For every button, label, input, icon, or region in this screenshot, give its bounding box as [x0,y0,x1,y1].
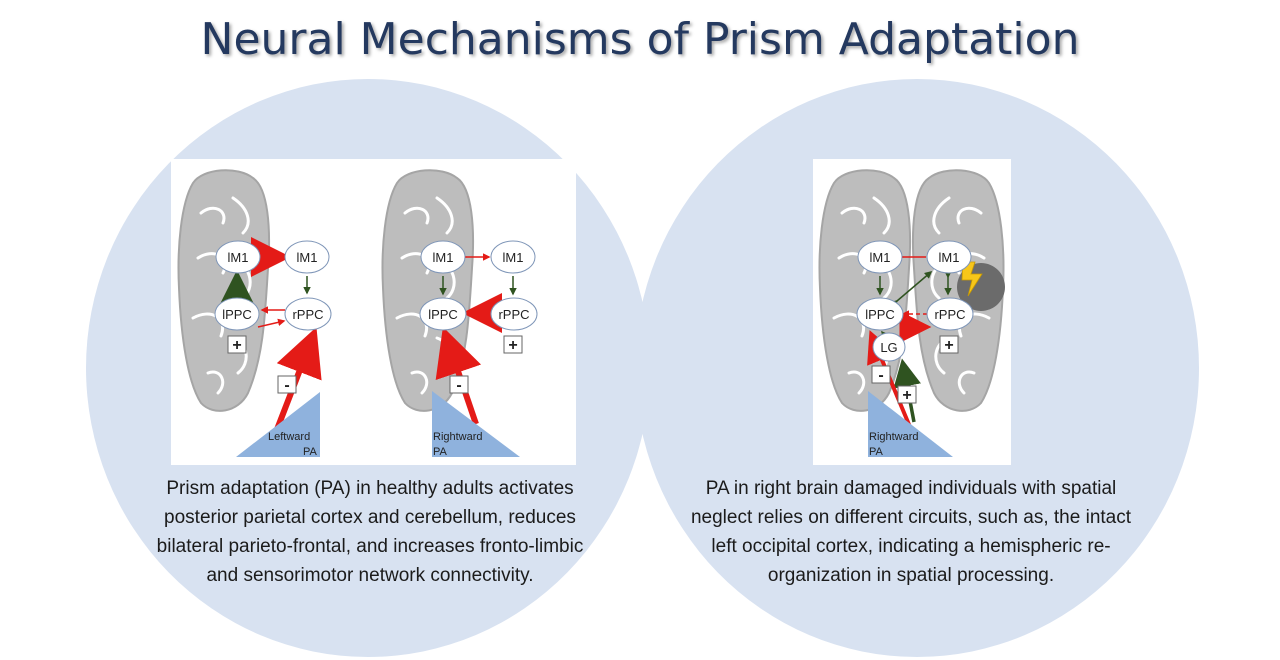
node-lm1-label: lM1 [870,250,891,265]
prism-label-word: Leftward [268,431,310,443]
node-lm1 [857,240,903,274]
plus-sign-lg: + [902,387,911,404]
plus-sign: + [508,337,517,354]
brain-left-hemisphere [177,168,271,413]
prism-label-abbr: PA [303,446,318,458]
node-lppc-label: lPPC [428,307,458,322]
node-rm1-label: lM1 [503,250,524,265]
plus-sign: + [232,337,241,354]
node-lppc [856,297,904,331]
node-lppc [214,297,260,331]
healthy-adults-caption: Prism adaptation (PA) in healthy adults … [156,478,584,586]
arrow-lppc-rm1 [890,271,933,308]
node-lppc-label: lPPC [865,307,895,322]
node-rppc [490,297,538,331]
node-lm1 [420,240,466,274]
node-rm1 [490,240,536,274]
node-rm1 [926,240,972,274]
node-lppc [419,297,467,331]
prism-label-abbr: PA [869,446,884,458]
node-rm1-label: lM1 [297,250,318,265]
node-rppc-label: rPPC [292,307,323,322]
node-rppc-label: rPPC [934,307,965,322]
leftward-pa-diagram: lM1 lM1 lPPC rPPC + - Leftward PA [177,168,1005,458]
node-lppc-label: lPPC [222,307,252,322]
node-lm1-label: lM1 [433,250,454,265]
plus-sign: + [944,337,953,354]
node-rppc [284,297,332,331]
rightward-prism [432,391,520,457]
plus-sign-lg-box [897,385,917,404]
minus-sign: - [456,377,461,394]
node-rppc-label: rPPC [498,307,529,322]
minus-sign-box [871,365,891,384]
rightward-prism [868,391,953,457]
brain-left-hemisphere [818,168,912,413]
plus-sign-box [227,335,247,354]
lightning-icon [961,261,983,297]
minus-sign: - [878,367,883,384]
leftward-prism [236,392,320,457]
minus-sign: - [284,377,289,394]
plus-sign-box [503,335,523,354]
node-rm1 [284,240,330,274]
prism-label-word: Rightward [869,431,919,443]
prism-label-word: Rightward [433,431,483,443]
minus-sign-box [449,375,469,394]
plus-sign-box [939,335,959,354]
rightward-pa-diagram: lM1 lM1 lPPC rPPC + - Rightward PA [381,168,538,458]
node-lg-label: LG [880,340,897,355]
prism-label-abbr: PA [433,446,448,458]
node-rppc [926,297,974,331]
neglect-caption: PA in right brain damaged individuals wi… [690,478,1132,586]
node-lm1-label: lM1 [228,250,249,265]
node-lm1 [215,240,261,274]
arrow-lppc-to-rppc [257,318,286,328]
page-title: Neural Mechanisms of Prism Adaptation [200,14,1080,65]
node-rm1-label: lM1 [939,250,960,265]
minus-sign-box [277,375,297,394]
neglect-pa-diagram: lM1 lM1 lPPC rPPC LG + - + Rightward PA [818,168,1005,458]
node-lg [872,332,906,362]
